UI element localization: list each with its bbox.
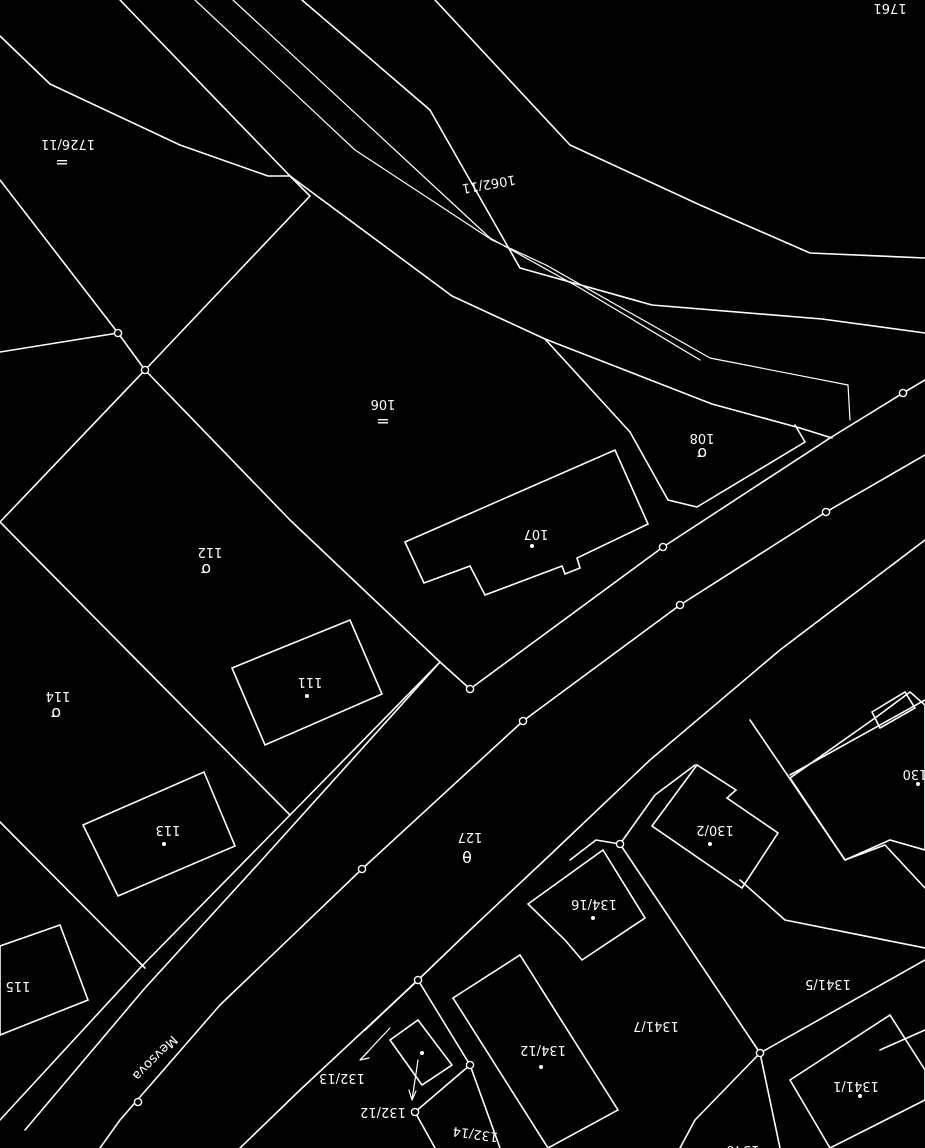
label-111: 111 (298, 674, 323, 689)
label-134-12: 134/12 (520, 1042, 566, 1057)
building-111-outline (230, 618, 384, 747)
label-1062-11: 1062/11 (461, 171, 517, 195)
label-115: 115 (6, 978, 31, 993)
buildings (0, 448, 925, 1148)
parcel-108-boundary (544, 338, 806, 508)
label-113: 113 (156, 822, 181, 837)
label-106: 106 (371, 396, 396, 411)
label-1341-5: 1341/5 (805, 976, 851, 991)
label-1726-11: 1726/11 (41, 136, 95, 151)
symbol-equals-1726: = (55, 153, 68, 172)
label-108: 108 (690, 430, 715, 445)
street-name-mevsova: Mevsova (129, 1032, 180, 1083)
symbol-sigma-112: σ (201, 560, 211, 579)
label-1341-1: 1341/1 (833, 1078, 879, 1093)
label-130-2: 130/2 (696, 822, 733, 837)
label-132-12: 132/12 (360, 1104, 406, 1119)
building-130-annex-outline (870, 690, 917, 730)
building-107-outline (403, 448, 650, 596)
main-street-edges (0, 379, 925, 1148)
symbol-equals-106: = (376, 412, 389, 431)
label-132-13: 132/13 (319, 1070, 365, 1085)
symbol-sigma-108: σ (697, 444, 707, 463)
building-134-1-outline (788, 1013, 925, 1148)
label-1341-7: 1341/7 (633, 1018, 679, 1033)
label-134-16: 134/16 (571, 896, 617, 911)
label-127: 127 (458, 829, 483, 844)
label-114: 114 (46, 688, 71, 703)
symbol-sigma-114: σ (51, 704, 61, 723)
label-1761: 1761 (873, 0, 906, 15)
road-corridor-top (0, 0, 925, 439)
label-132-14: 132/14 (452, 1123, 499, 1144)
label-130: 130 (903, 766, 925, 781)
building-134-16-outline (526, 848, 647, 962)
building-115-outline (0, 923, 90, 1036)
label-1346: 1346 (726, 1142, 759, 1148)
parcel-labels: 1726/11 = 1062/11 1761 106 = 108 σ 112 σ… (41, 0, 925, 1148)
left-parcels (0, 175, 441, 969)
building-centre-dots (162, 544, 920, 1098)
building-132-13-outline (388, 1018, 454, 1087)
building-130-outline (788, 690, 925, 862)
building-113-outline (81, 770, 237, 898)
label-112: 112 (198, 544, 223, 559)
leader-arrows (359, 1027, 419, 1101)
label-107: 107 (524, 526, 549, 541)
building-134-12-outline (451, 953, 620, 1148)
symbol-theta-127: θ (462, 847, 472, 866)
building-130-2-outline (650, 763, 780, 890)
survey-points (113, 328, 908, 1117)
building-labels: 107 111 113 115 130/2 134/16 134/12 132/… (6, 526, 734, 1144)
